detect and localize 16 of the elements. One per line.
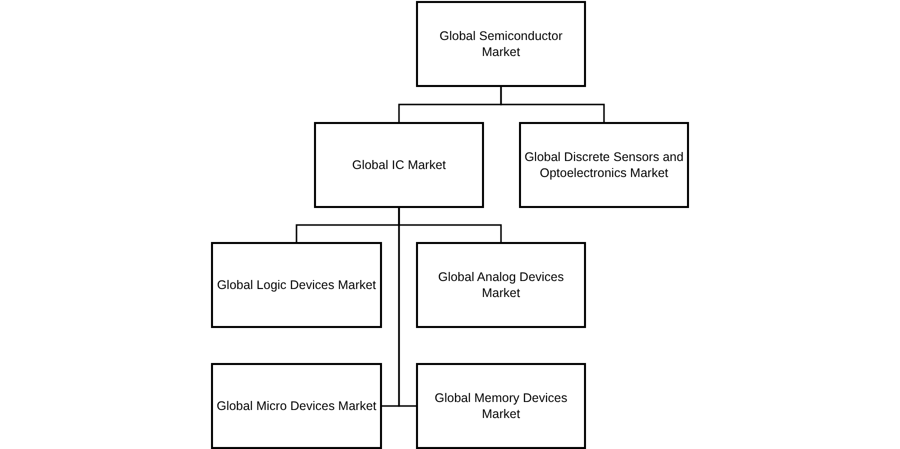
market-box	[519, 122, 689, 208]
box-label: Global Semiconductor Market	[438, 28, 564, 60]
box-label: Global IC Market	[352, 157, 446, 173]
market-box	[211, 242, 382, 328]
market-box	[314, 122, 484, 208]
box-label: Global Logic Devices Market	[216, 277, 376, 293]
box-label: Global Analog Devices Market	[437, 269, 565, 301]
box-label: Global Micro Devices Market	[216, 398, 376, 414]
market-box	[416, 363, 586, 449]
market-box	[416, 242, 586, 328]
box-label: Global Memory Devices Market	[434, 390, 568, 422]
market-box	[416, 1, 586, 87]
connector-line	[398, 208, 416, 407]
market-box	[211, 363, 382, 449]
connector-line	[500, 87, 605, 122]
box-label: Global Discrete Sensors and Optoelectronics Market	[523, 149, 685, 181]
